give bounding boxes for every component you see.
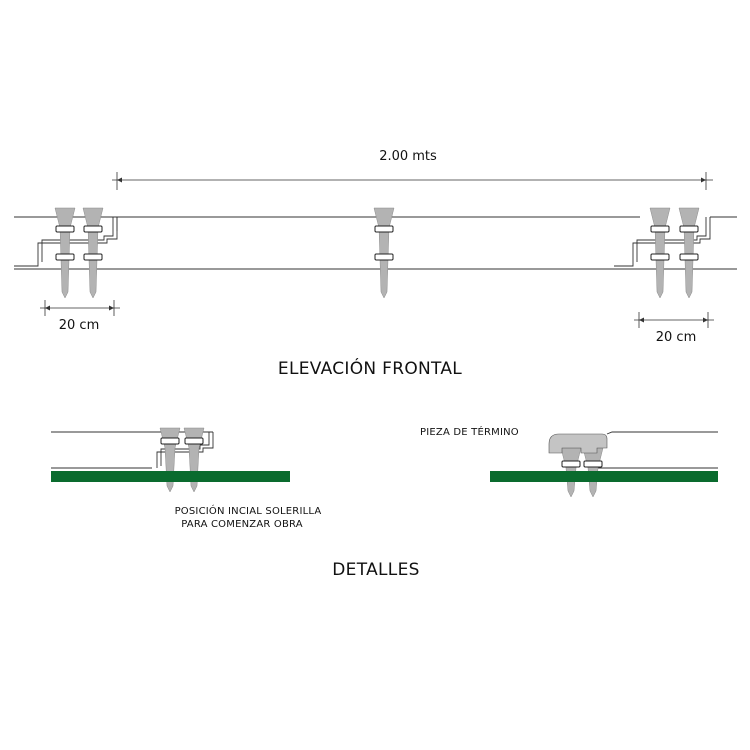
stake-clip-0 <box>583 460 603 468</box>
stake-body <box>373 207 395 299</box>
elevation-stake-left-1 <box>82 207 104 299</box>
dim-total-arrow-right <box>701 177 706 183</box>
start-position-label-line2: PARA COMENZAR OBRA <box>181 519 303 530</box>
stake-clip-1 <box>374 253 394 261</box>
dim-right-arrow-a <box>639 317 644 323</box>
dimension-lines <box>40 172 714 328</box>
joint-right-0 <box>614 217 711 267</box>
ground-right <box>490 471 718 482</box>
stake-body <box>678 207 700 299</box>
total-length-label: 2.00 mts <box>379 149 437 164</box>
elevation-stake-right-0 <box>649 207 671 299</box>
stake-clip-1 <box>83 253 103 261</box>
stake-clip-0 <box>561 460 581 468</box>
stake-clip-0 <box>650 225 670 233</box>
elevation-stake-right-1 <box>678 207 700 299</box>
stake-clip-1 <box>650 253 670 261</box>
stake-clip-0 <box>184 437 204 445</box>
stake-clip-0 <box>374 225 394 233</box>
end-piece-label: PIEZA DE TÉRMINO <box>420 427 519 438</box>
joint-right-1 <box>636 217 707 262</box>
detail-left-step <box>156 432 214 468</box>
elevation-title: ELEVACIÓN FRONTAL <box>277 359 463 379</box>
detail-left-step-inner <box>160 432 210 466</box>
stake-clip-0 <box>83 225 103 233</box>
stake-clip-1 <box>679 253 699 261</box>
stake-clip-1 <box>55 253 75 261</box>
elevation-stake-left-0 <box>54 207 76 299</box>
stake-clip-0 <box>679 225 699 233</box>
details-title: DETALLES <box>332 560 420 580</box>
dim-left-arrow-a <box>45 305 50 311</box>
stake-body <box>649 207 671 299</box>
spacing-left-label: 20 cm <box>58 318 100 333</box>
ground-left <box>51 471 290 482</box>
dim-right-arrow-b <box>703 317 708 323</box>
joint-left-0 <box>14 217 118 267</box>
profile-lines <box>14 216 737 469</box>
detail-right-board-top <box>606 431 718 435</box>
end-piece-cap <box>548 433 608 454</box>
detail-left-stake-1 <box>183 427 205 493</box>
spacing-right-label: 20 cm <box>655 330 697 345</box>
detail-left-stake-0 <box>159 427 181 493</box>
elevation-stake-center <box>373 207 395 299</box>
stake-body <box>82 207 104 299</box>
stake-clip-0 <box>160 437 180 445</box>
stakes-group <box>54 207 700 498</box>
dim-left-arrow-b <box>109 305 114 311</box>
stake-body <box>54 207 76 299</box>
joint-left-1 <box>41 217 114 262</box>
stake-clip-0 <box>55 225 75 233</box>
start-position-label-line1: POSICIÓN INCIAL SOLERILLA <box>174 506 322 517</box>
dim-total-arrow-left <box>117 177 122 183</box>
